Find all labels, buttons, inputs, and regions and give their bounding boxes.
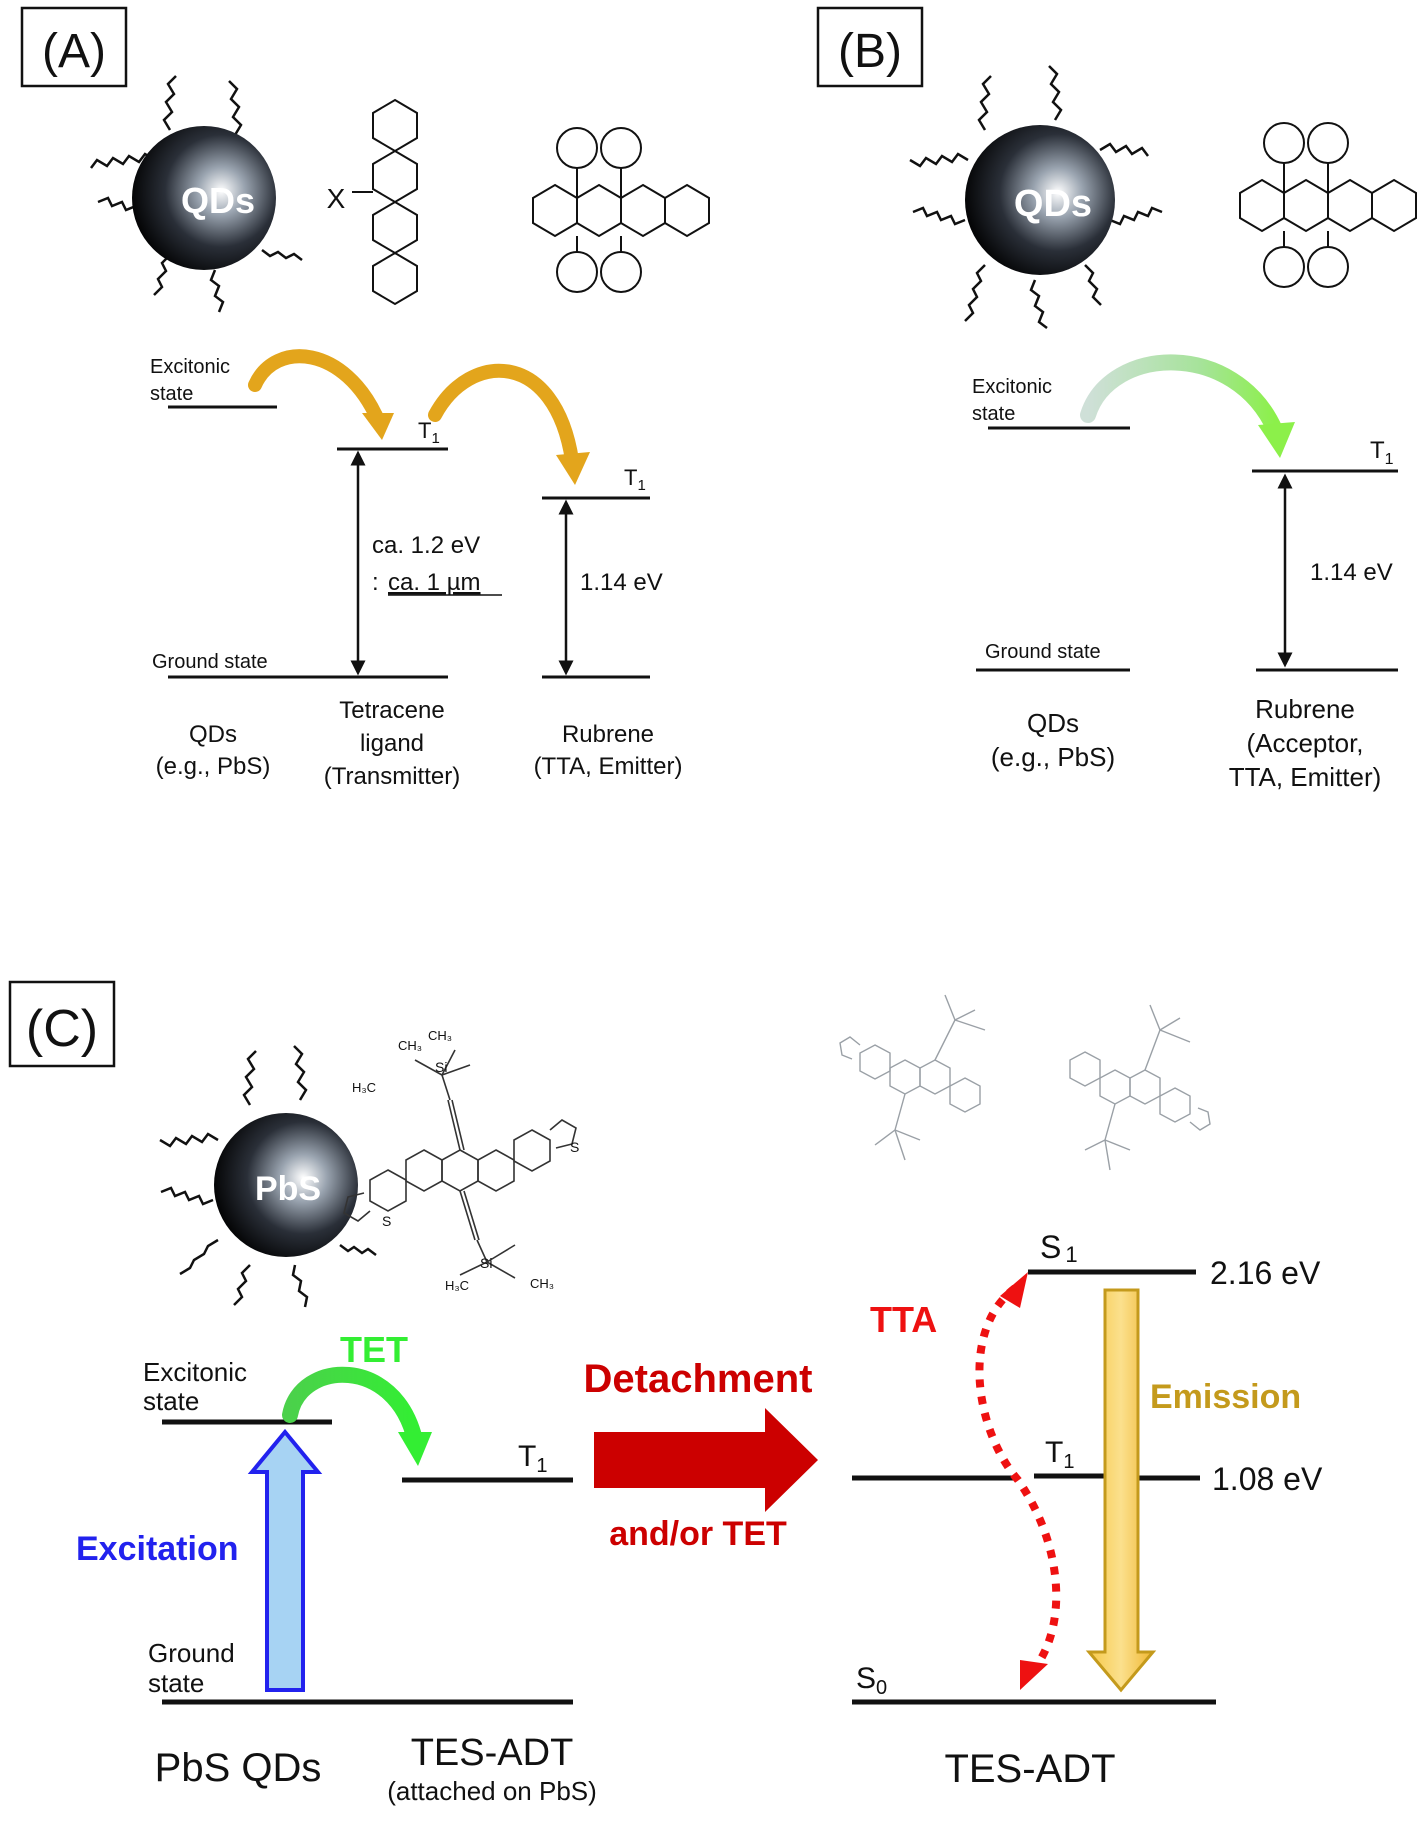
t1-label-left: T1 — [518, 1440, 547, 1477]
si-bottom: Si — [480, 1255, 492, 1271]
qd-ligands-c — [159, 1045, 377, 1308]
qd-to-tetracene-arrowhead — [362, 413, 394, 440]
tet-arrowhead — [398, 1432, 432, 1466]
ground-state-label: Ground state — [152, 651, 268, 673]
tet-arrow — [282, 1366, 423, 1448]
h3c-left: H₃C — [352, 1080, 376, 1095]
ch3-top-1: CH₃ — [398, 1038, 422, 1053]
detached-tes-adt-2 — [1069, 1004, 1211, 1171]
excitation-label: Excitation — [76, 1530, 238, 1568]
rubrene-name-line2-b: (Acceptor, — [1246, 728, 1363, 758]
qd-to-rubrene-arrowhead-b — [1258, 422, 1295, 458]
excitation-arrow — [247, 1428, 323, 1692]
tetracene-gap-energy: ca. 1.2 eV — [372, 532, 480, 559]
rubrene-structure-a — [532, 127, 710, 293]
qd-to-rubrene-arrow-b — [1080, 354, 1283, 438]
tetracene-t1-label: T1 — [418, 418, 440, 447]
rubrene-structure-b — [1239, 122, 1417, 288]
panel-a-label-box — [20, 6, 128, 88]
excitonic-label-line2-b: state — [972, 403, 1015, 425]
panel-a: (A) QDs X — [20, 6, 710, 790]
rubrene-gap-energy: 1.14 eV — [580, 569, 663, 596]
and-or-tet-label: and/or TET — [609, 1515, 787, 1553]
tetracene-structure — [352, 98, 418, 306]
tetracene-gap-prefix: : — [372, 569, 379, 596]
qds-example: (e.g., PbS) — [156, 753, 271, 780]
x-substituent-label: X — [327, 183, 346, 214]
tetracene-gap-wavelength: ca. 1 µm — [388, 569, 481, 596]
panel-b: (B) QDs Excitonic state T1 — [816, 6, 1417, 792]
pbs-qds-label: PbS QDs — [155, 1746, 322, 1790]
tetracene-to-rubrene-arrow — [428, 363, 579, 467]
si-top: Si — [435, 1059, 447, 1075]
ch3-top-2: CH₃ — [428, 1028, 452, 1043]
panel-b-label-box — [816, 6, 924, 88]
ground-state-line1-c: Ground — [148, 1638, 235, 1668]
tes-adt-structure — [343, 1049, 577, 1279]
qds-example-b: (e.g., PbS) — [991, 742, 1115, 772]
h3c-bottom: H₃C — [445, 1278, 469, 1293]
qd-label-b: QDs — [1014, 183, 1092, 225]
pbs-label: PbS — [255, 1170, 321, 1208]
rubrene-name-line3-b: TTA, Emitter) — [1229, 762, 1382, 792]
qd-ligands-b — [909, 65, 1163, 329]
detachment-label: Detachment — [584, 1357, 813, 1401]
rubrene-gap-energy-b: 1.14 eV — [1310, 559, 1393, 586]
pbs-sphere — [214, 1113, 358, 1257]
excitonic-label-line1-c: Excitonic — [143, 1357, 247, 1387]
t1-energy: 1.08 eV — [1212, 1461, 1323, 1497]
tetracene-name-line2: ligand — [360, 730, 424, 757]
s1-energy: 2.16 eV — [1210, 1255, 1321, 1291]
tta-arrow-path — [975, 1284, 1061, 1671]
qd-to-tetracene-arrow — [248, 349, 385, 427]
emission-arrow — [1085, 1288, 1157, 1693]
s0-label: S0 — [856, 1662, 887, 1699]
tes-adt-label-right: TES-ADT — [944, 1747, 1115, 1791]
tes-adt-label-left: TES-ADT — [411, 1732, 574, 1774]
tta-arrowhead-bottom — [1020, 1660, 1048, 1690]
panel-a-label: (A) — [42, 25, 106, 78]
tes-adt-attached-label: (attached on PbS) — [387, 1776, 597, 1806]
s-right: S — [570, 1139, 579, 1155]
ground-state-label-b: Ground state — [985, 641, 1101, 663]
tet-label: TET — [340, 1329, 408, 1370]
panel-b-label: (B) — [838, 25, 902, 78]
panel-c: (C) PbS — [8, 980, 1323, 1806]
excitonic-label-line1-b: Excitonic — [972, 376, 1052, 398]
tetracene-to-rubrene-arrowhead — [556, 452, 590, 485]
rubrene-t1-label: T1 — [624, 465, 646, 494]
tta-label: TTA — [870, 1299, 937, 1340]
panel-c-label-box — [8, 980, 116, 1068]
panel-c-label: (C) — [26, 1000, 98, 1058]
excitonic-label-line2: state — [150, 383, 193, 405]
rubrene-name-line1: Rubrene — [562, 721, 654, 748]
detached-tes-adt-1 — [839, 994, 986, 1161]
excitonic-label-line1: Excitonic — [150, 356, 230, 378]
s-left: S — [382, 1213, 391, 1229]
qd-sphere — [132, 126, 276, 270]
tta-arrowhead-top — [1000, 1272, 1028, 1308]
qd-sphere-b — [965, 125, 1115, 275]
qds-name: QDs — [189, 721, 237, 748]
excitonic-label-line2-c: state — [143, 1386, 199, 1416]
qd-label: QDs — [181, 180, 255, 221]
detachment-arrow — [594, 1408, 818, 1512]
tetracene-name-line3: (Transmitter) — [324, 763, 460, 790]
rubrene-t1-label-b: T1 — [1370, 437, 1394, 468]
ch3-bottom: CH₃ — [530, 1276, 554, 1291]
tetracene-name-line1: Tetracene — [339, 697, 444, 724]
ground-state-line2-c: state — [148, 1668, 204, 1698]
rubrene-name-line2: (TTA, Emitter) — [534, 753, 683, 780]
qds-name-b: QDs — [1027, 708, 1079, 738]
emission-label: Emission — [1150, 1378, 1301, 1416]
rubrene-name-line1-b: Rubrene — [1255, 694, 1355, 724]
t1-label-right: T1 — [1045, 1436, 1074, 1473]
